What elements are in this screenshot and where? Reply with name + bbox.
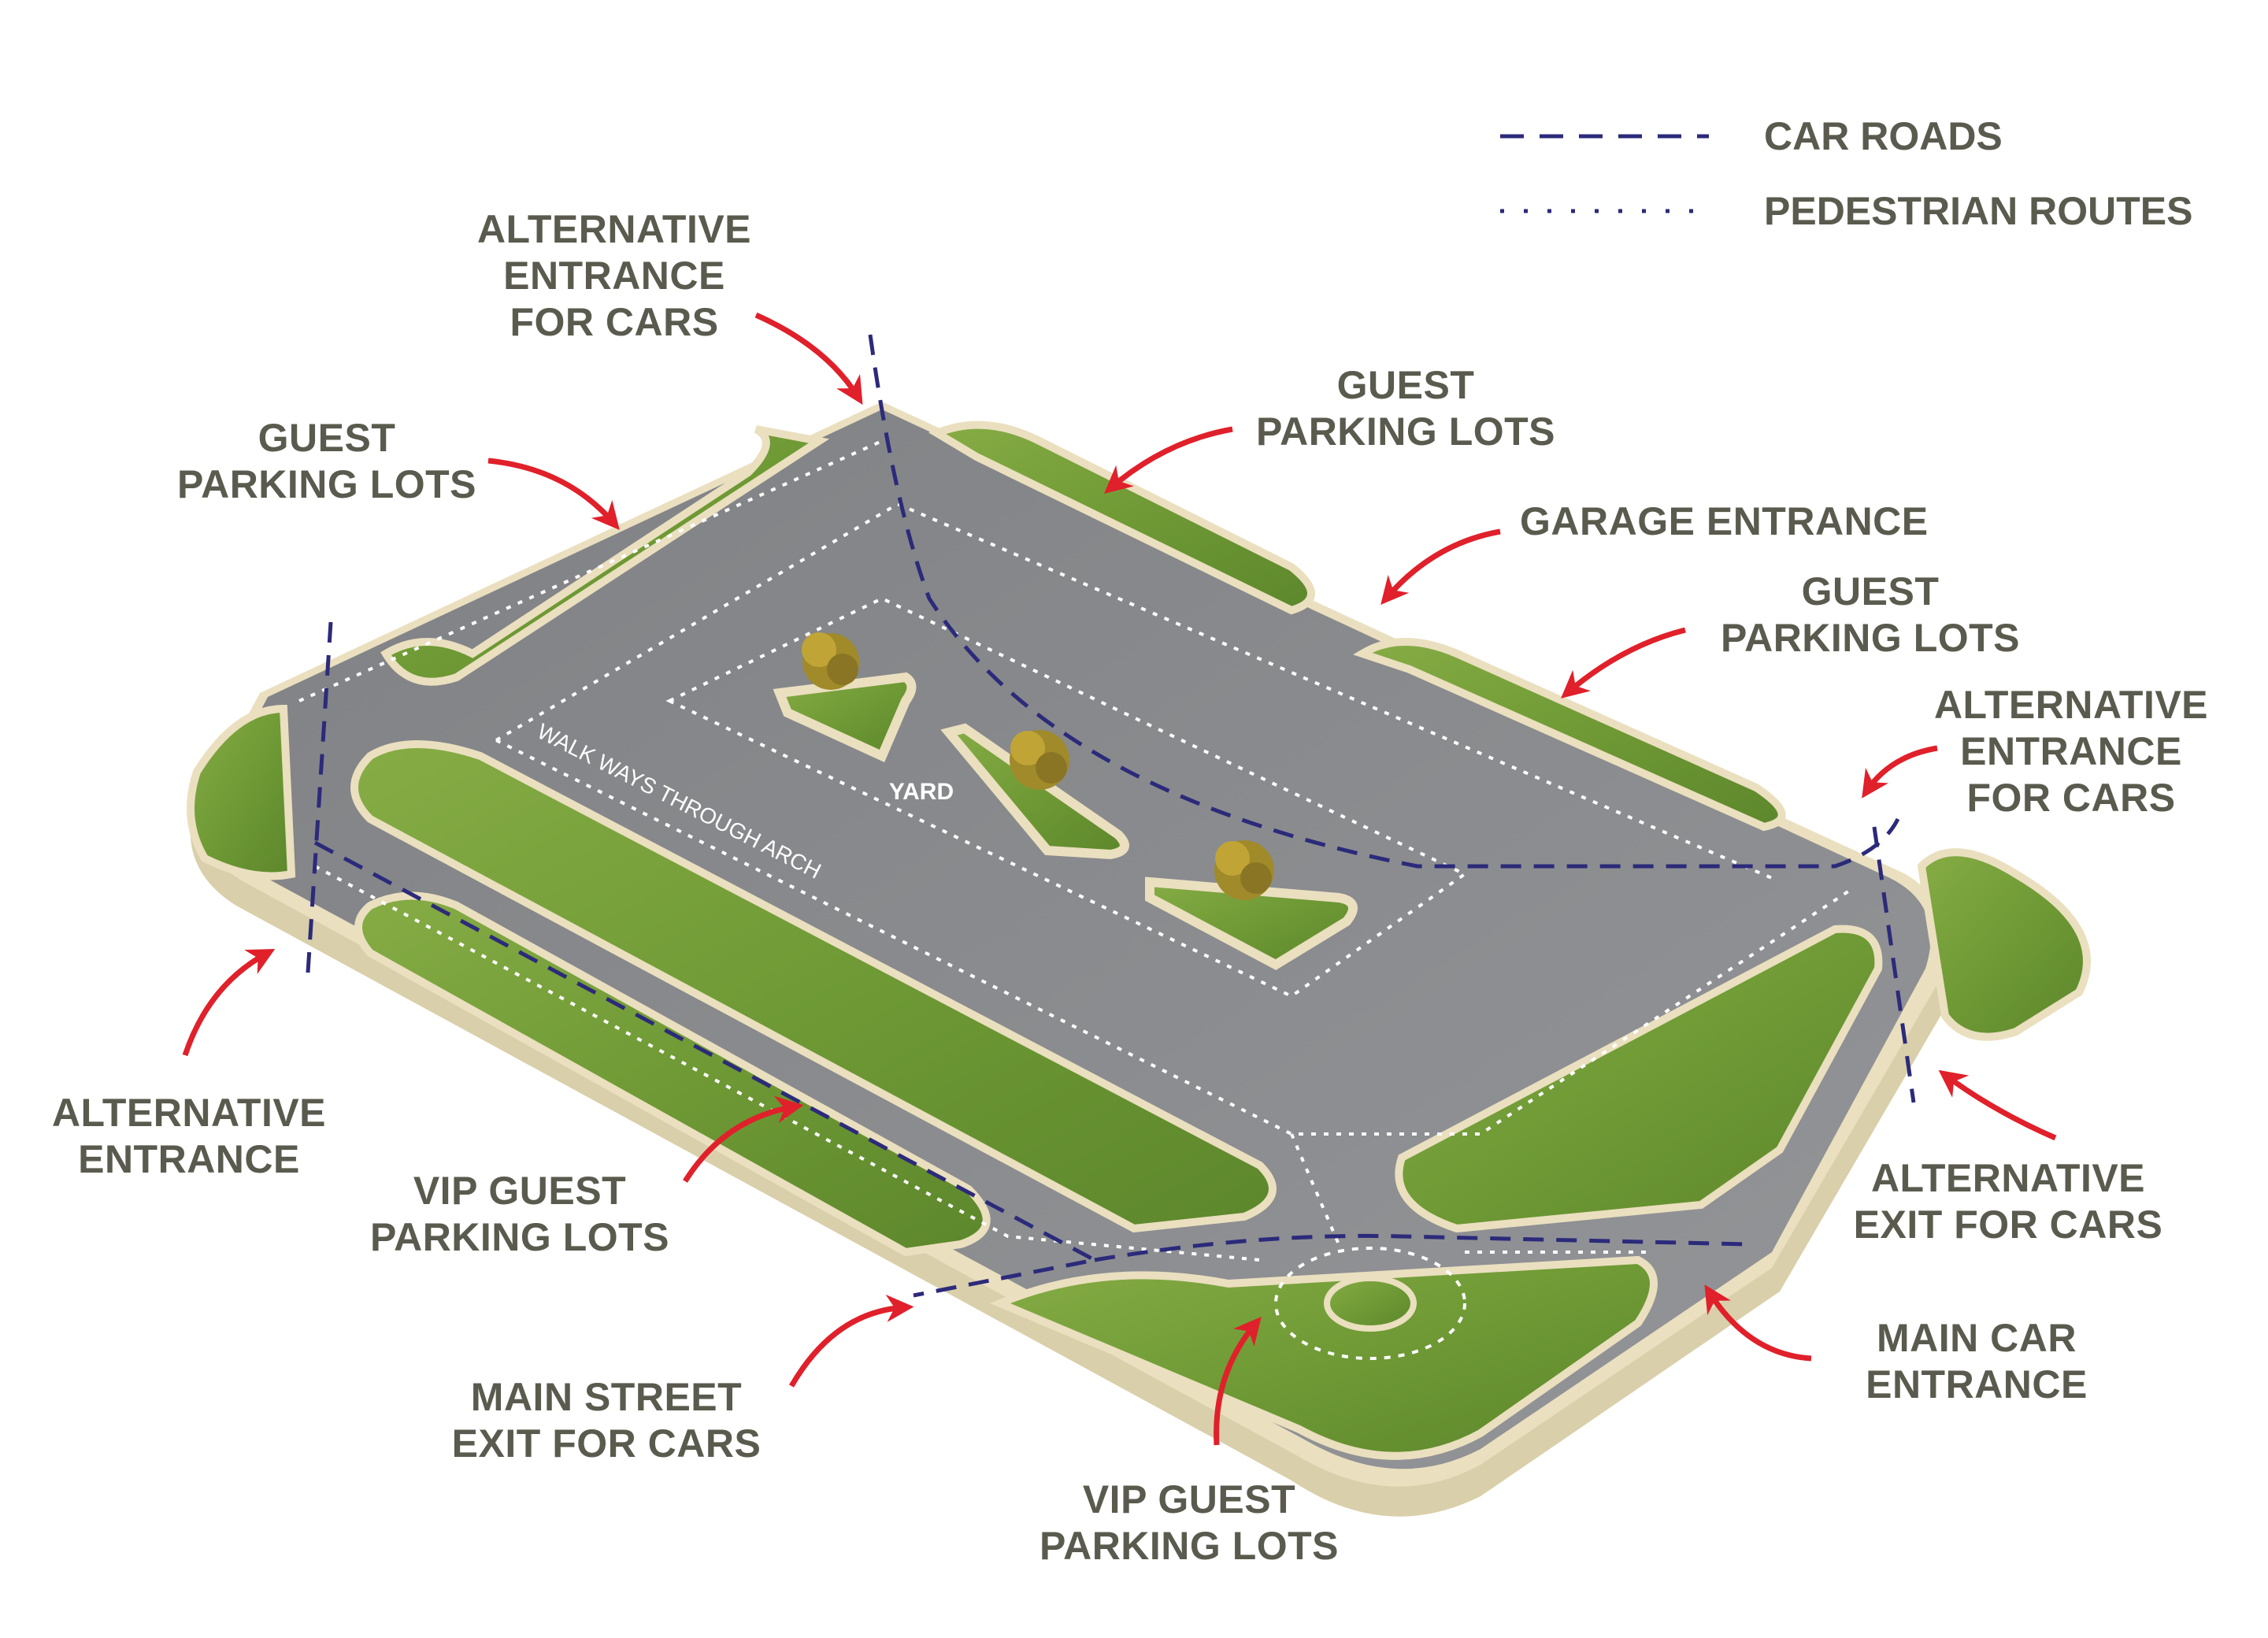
red-curved-arrow-icon xyxy=(1214,1316,1262,1446)
callout-main-car-entrance: MAIN CAR ENTRANCE xyxy=(1866,1316,2088,1406)
roundabout xyxy=(1274,1247,1466,1360)
red-curved-arrow-icon xyxy=(1862,745,1938,799)
planter-3 xyxy=(1145,876,1358,970)
lawn-strip-north-east xyxy=(928,421,1315,615)
car-roads xyxy=(305,334,1916,1298)
callout-alternative-entrance-cars-top: ALTERNATIVE ENTRANCE FOR CARS xyxy=(476,207,752,344)
callout-guest-parking-top: GUEST PARKING LOTS xyxy=(1255,363,1556,454)
lawn-east xyxy=(1395,925,1883,1233)
red-curved-arrow-icon xyxy=(1104,426,1233,494)
red-curved-arrow-icon xyxy=(754,312,863,405)
lawn-corner-east xyxy=(1917,848,2091,1041)
red-curved-arrow-icon xyxy=(487,458,620,530)
callout-main-street-exit: MAIN STREET EXIT FOR CARS xyxy=(451,1375,762,1466)
legend-car-roads-label: CAR ROADS xyxy=(1764,114,2003,158)
red-curved-arrow-icon xyxy=(1561,627,1686,699)
red-curved-arrow-icon xyxy=(1704,1284,1812,1362)
red-curved-arrow-icon xyxy=(1938,1069,2057,1141)
lawn-west xyxy=(350,740,1277,1233)
callout-vip-parking-bottom: VIP GUEST PARKING LOTS xyxy=(1039,1477,1340,1568)
yard-planters xyxy=(773,672,1358,970)
red-curved-arrow-icon xyxy=(788,1294,914,1388)
callout-alternative-exit-cars: ALTERNATIVE EXIT FOR CARS xyxy=(1853,1156,2163,1247)
yard-label: YARD xyxy=(889,779,954,805)
lawn-strip-east xyxy=(1353,638,1786,832)
tree-icon xyxy=(1010,730,1069,790)
grass-areas xyxy=(187,421,2091,1460)
callout-alternative-entrance-cars-right: ALTERNATIVE ENTRANCE FOR CARS xyxy=(1933,683,2209,820)
lawn-corner-west xyxy=(187,704,296,880)
callout-vip-parking-left: VIP GUEST PARKING LOTS xyxy=(369,1169,670,1259)
pedestrian-routes xyxy=(298,439,1852,1262)
lawn-south xyxy=(990,1255,1658,1460)
legend-pedestrian-routes-label: PEDESTRIAN ROUTES xyxy=(1764,189,2193,233)
callout-guest-parking-right: GUEST PARKING LOTS xyxy=(1720,569,2021,660)
tree-icon xyxy=(1214,840,1274,900)
planter-2 xyxy=(940,723,1129,860)
trees xyxy=(802,632,1274,900)
red-curved-arrow-icon xyxy=(683,1095,804,1183)
callout-arrows xyxy=(182,312,2057,1446)
red-curved-arrow-icon xyxy=(1380,528,1501,605)
tree-icon xyxy=(802,632,859,690)
callout-alternative-entrance-left: ALTERNATIVE ENTRANCE xyxy=(51,1091,327,1181)
callout-garage-entrance: GARAGE ENTRANCE xyxy=(1520,499,1929,543)
callout-guest-parking-left: GUEST PARKING LOTS xyxy=(176,416,477,506)
planter-1 xyxy=(773,672,917,763)
red-curved-arrow-icon xyxy=(182,949,276,1057)
